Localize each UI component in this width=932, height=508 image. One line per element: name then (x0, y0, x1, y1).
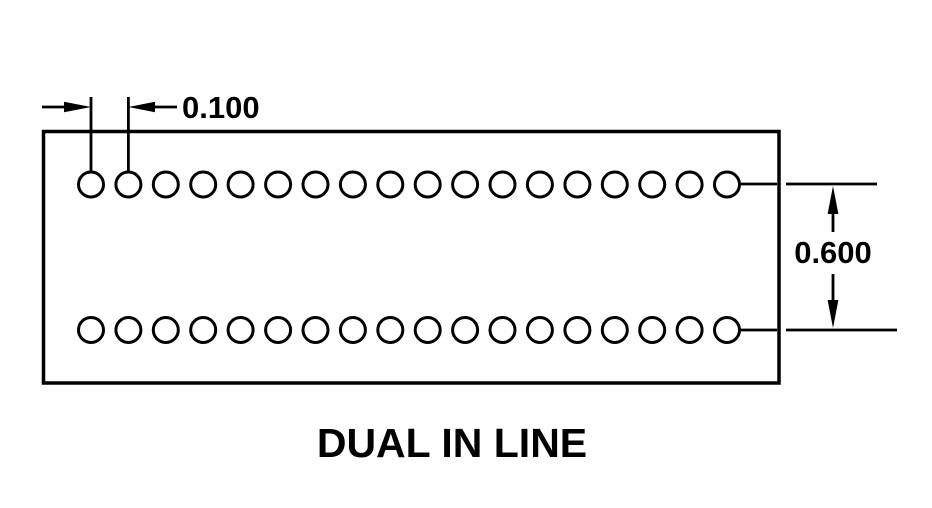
pin-hole (77, 170, 105, 199)
pin-hole (189, 170, 218, 199)
pin-hole (600, 316, 629, 344)
pin-hole (264, 170, 293, 199)
pin-hole (338, 170, 367, 199)
pin-hole (114, 316, 143, 344)
pin-hole (151, 316, 180, 344)
pin-hole (151, 170, 180, 199)
pin-hole (376, 170, 405, 199)
pin-hole (675, 170, 704, 199)
arrow-up-icon (827, 186, 839, 214)
package-outline (41, 129, 781, 385)
pin-hole (563, 316, 592, 344)
pin-row-bottom (77, 316, 741, 344)
pin-hole (713, 170, 741, 199)
arrow-down-icon (827, 300, 839, 328)
pitch-dimension: 0.100 (42, 90, 260, 171)
pin-hole (488, 316, 517, 344)
row-spacing-label: 0.600 (794, 235, 872, 270)
pin-hole (413, 316, 442, 344)
pin-hole (600, 170, 629, 199)
pin-hole (451, 316, 480, 344)
row-spacing-dimension: 0.600 (739, 182, 897, 332)
pin-hole (114, 170, 143, 199)
pin-hole (451, 170, 480, 199)
pin-hole (675, 316, 704, 344)
pin-hole (226, 170, 255, 199)
pin-pitch-label: 0.100 (182, 90, 260, 125)
pin-hole (77, 316, 105, 344)
pin-hole (638, 316, 667, 344)
arrow-left-icon (128, 101, 155, 113)
pin-row-top (77, 170, 741, 199)
pin-hole (638, 170, 667, 199)
pin-hole (488, 170, 517, 199)
pin-hole (301, 316, 330, 344)
pin-hole (301, 170, 330, 199)
pin-hole (413, 170, 442, 199)
pin-hole (226, 316, 255, 344)
pin-hole (264, 316, 293, 344)
pin-hole (376, 316, 405, 344)
pin-hole (525, 316, 554, 344)
pin-hole (713, 316, 741, 344)
arrow-right-icon (64, 101, 91, 113)
page-title: DUAL IN LINE (317, 420, 587, 466)
pin-hole (563, 170, 592, 199)
pin-hole (338, 316, 367, 344)
pin-hole (189, 316, 218, 344)
pin-hole (525, 170, 554, 199)
